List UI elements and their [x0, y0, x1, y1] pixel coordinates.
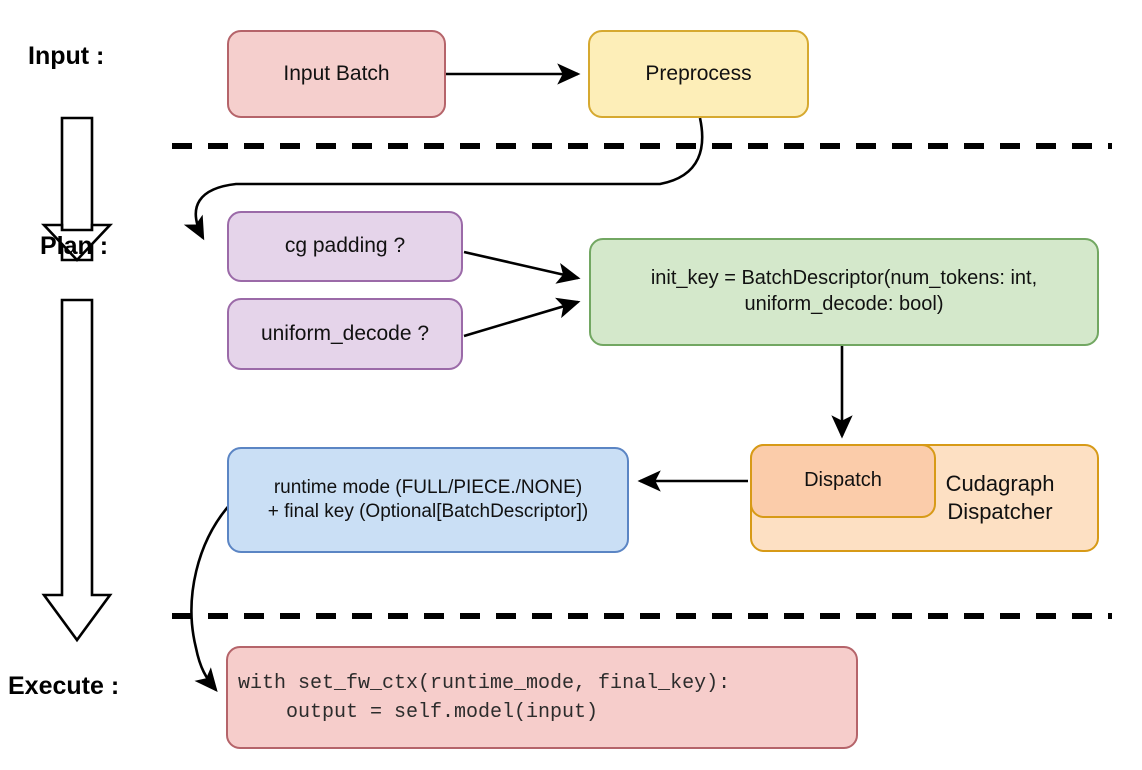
edge-cg-padding-to-init-key — [463, 250, 581, 284]
node-cg-padding-label: cg padding ? — [284, 234, 406, 258]
node-runtime-mode[interactable]: runtime mode (FULL/PIECE./NONE) + final … — [227, 447, 629, 553]
node-dispatch-label: Dispatch — [804, 469, 882, 492]
node-uniform-decode-label: uniform_decode ? — [260, 321, 430, 345]
node-runtime-mode-label: runtime mode (FULL/PIECE./NONE) + final … — [267, 476, 589, 522]
node-uniform-decode[interactable]: uniform_decode ? — [227, 298, 463, 370]
edge-uniform-decode-to-init-key — [463, 297, 581, 338]
node-dispatch[interactable]: Dispatch — [750, 444, 936, 518]
stage-label-input: Input : — [28, 42, 105, 70]
stage-label-plan: Plan : — [40, 232, 109, 260]
node-input-batch-label: Input Batch — [283, 61, 390, 85]
node-execute-code[interactable]: with set_fw_ctx(runtime_mode, final_key)… — [226, 646, 858, 749]
node-preprocess[interactable]: Preprocess — [588, 30, 809, 118]
node-preprocess-label: Preprocess — [645, 61, 752, 85]
node-cg-padding[interactable]: cg padding ? — [227, 211, 463, 282]
node-input-batch[interactable]: Input Batch — [227, 30, 446, 118]
node-execute-code-label: with set_fw_ctx(runtime_mode, final_key)… — [238, 671, 731, 724]
stage-flow-arrow-lower — [41, 298, 113, 643]
node-init-key[interactable]: init_key = BatchDescriptor(num_tokens: i… — [589, 238, 1099, 346]
node-init-key-label: init_key = BatchDescriptor(num_tokens: i… — [650, 267, 1038, 315]
node-cudagraph-dispatcher-label: Cudagraph Dispatcher — [945, 470, 1055, 524]
stage-label-execute: Execute : — [8, 672, 120, 700]
